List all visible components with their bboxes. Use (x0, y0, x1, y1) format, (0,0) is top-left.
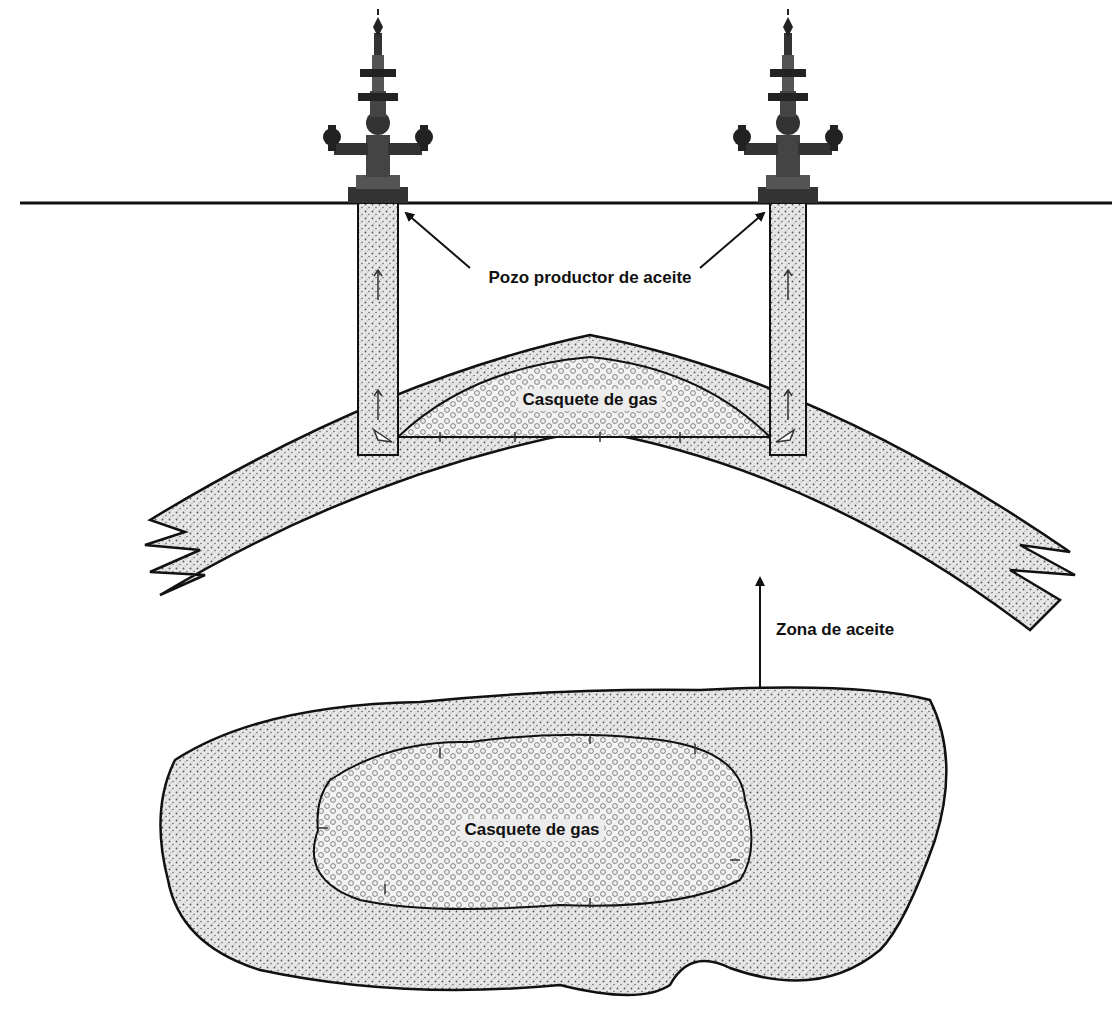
gas-cap-label: Casquete de gas (460, 819, 603, 841)
gas-cap-label: Casquete de gas (518, 389, 661, 411)
oil-zone-label: Zona de aceite (772, 619, 898, 641)
well-label: Pozo productor de aceite (484, 267, 695, 289)
